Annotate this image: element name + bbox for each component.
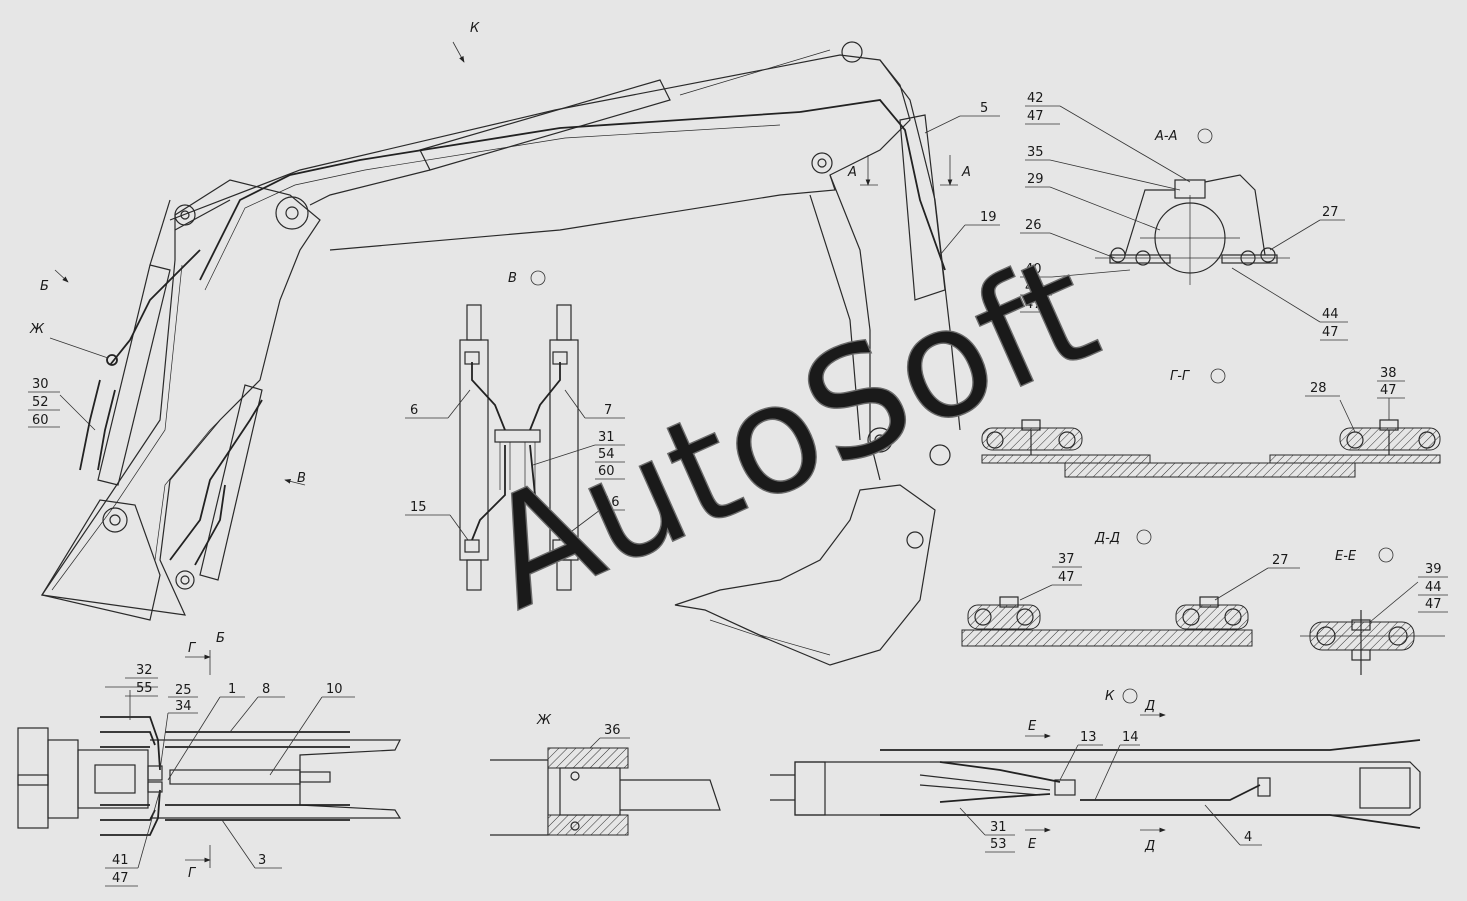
callout-4: 4 — [1244, 830, 1252, 845]
callout-13: 13 — [1080, 730, 1097, 745]
callout-55: 55 — [136, 681, 153, 696]
section-mark-a-right: А — [961, 165, 971, 180]
callout-10: 10 — [326, 682, 343, 697]
callout-16: 16 — [603, 495, 620, 510]
callout-29: 29 — [1027, 172, 1044, 187]
callout-25: 25 — [175, 683, 192, 698]
view-title-b: Б — [216, 631, 225, 646]
view-label-v: В — [297, 471, 306, 486]
callout-5: 5 — [980, 101, 988, 116]
callout-1: 1 — [228, 682, 236, 697]
callout-32: 32 — [136, 663, 153, 678]
callout-7: 7 — [604, 403, 612, 418]
callout-38: 38 — [1380, 366, 1397, 381]
callout-27: 27 — [1322, 205, 1339, 220]
callout-47-ee: 47 — [1425, 597, 1442, 612]
callout-19: 19 — [980, 210, 997, 225]
callout-44-ee: 44 — [1425, 580, 1442, 595]
callout-47-b: 47 — [112, 871, 129, 886]
callout-30: 30 — [32, 377, 49, 392]
view-title-dd: Д-Д — [1094, 531, 1120, 546]
callout-39: 39 — [1425, 562, 1442, 577]
callout-47-aa2: 47 — [1025, 297, 1042, 312]
section-mark-d-bottom: Д — [1144, 839, 1155, 854]
callout-47-gg: 47 — [1380, 383, 1397, 398]
callout-40: 40 — [1025, 262, 1042, 277]
callout-44-aa2: 44 — [1322, 307, 1339, 322]
callout-3: 3 — [258, 853, 266, 868]
callout-53: 53 — [990, 837, 1007, 852]
section-mark-g-top: Г — [188, 641, 197, 656]
callout-52: 52 — [32, 395, 49, 410]
callout-60-v: 60 — [598, 464, 615, 479]
view-arrows: К Б В Ж А А — [29, 21, 971, 486]
section-ee: Е-Е 39 44 47 — [1300, 547, 1448, 675]
view-label-k: К — [470, 21, 480, 36]
section-mark-a-left: А — [847, 165, 857, 180]
callout-8: 8 — [262, 682, 270, 697]
section-gg: Г-Г 28 38 47 — [981, 366, 1441, 478]
callout-26: 26 — [1025, 218, 1042, 233]
view-label-b: Б — [40, 279, 49, 294]
callout-47-dd: 47 — [1058, 570, 1075, 585]
callout-44-aa1: 44 — [1025, 280, 1042, 295]
view-b-plan: Б Г Г 32 55 25 34 — [17, 631, 402, 887]
section-dd: Д-Д 37 47 27 — [961, 529, 1300, 647]
callout-28: 28 — [1310, 381, 1327, 396]
callout-35: 35 — [1027, 145, 1044, 160]
view-v-cylinders: В 6 7 31 54 60 15 16 — [405, 270, 625, 591]
callout-15: 15 — [410, 500, 427, 515]
view-k-plan: К Д Д Е Е 13 14 31 53 4 — [770, 688, 1421, 854]
section-aa: А-А 42 47 35 29 26 40 44 47 — [1020, 91, 1348, 341]
callout-47-aa3: 47 — [1322, 325, 1339, 340]
callout-60: 60 — [32, 413, 49, 428]
view-title-ee: Е-Е — [1335, 549, 1357, 564]
callout-34: 34 — [175, 699, 192, 714]
callout-31: 31 — [598, 430, 615, 445]
section-mark-e-bottom: Е — [1028, 837, 1037, 852]
view-zh-fitting: Ж 36 — [490, 713, 721, 836]
main-view-callouts: 5 19 30 52 60 — [28, 101, 1000, 431]
callout-41: 41 — [112, 853, 129, 868]
section-mark-d-top: Д — [1144, 699, 1155, 714]
boom-arm-assembly-view — [40, 41, 961, 666]
view-title-gg: Г-Г — [1170, 369, 1191, 384]
callout-31-k: 31 — [990, 820, 1007, 835]
section-mark-g-bottom: Г — [188, 866, 197, 881]
view-title-zh: Ж — [536, 713, 552, 728]
view-label-zh: Ж — [29, 322, 45, 337]
callout-6: 6 — [410, 403, 418, 418]
callout-27-dd: 27 — [1272, 553, 1289, 568]
view-title-v: В — [508, 271, 517, 286]
callout-36: 36 — [604, 723, 621, 738]
section-mark-e-top: Е — [1028, 719, 1037, 734]
callout-37: 37 — [1058, 552, 1075, 567]
callout-47-aa1: 47 — [1027, 109, 1044, 124]
callout-14: 14 — [1122, 730, 1139, 745]
view-title-k: К — [1105, 689, 1115, 704]
view-title-aa: А-А — [1154, 129, 1177, 144]
callout-42: 42 — [1027, 91, 1044, 106]
callout-54: 54 — [598, 447, 615, 462]
